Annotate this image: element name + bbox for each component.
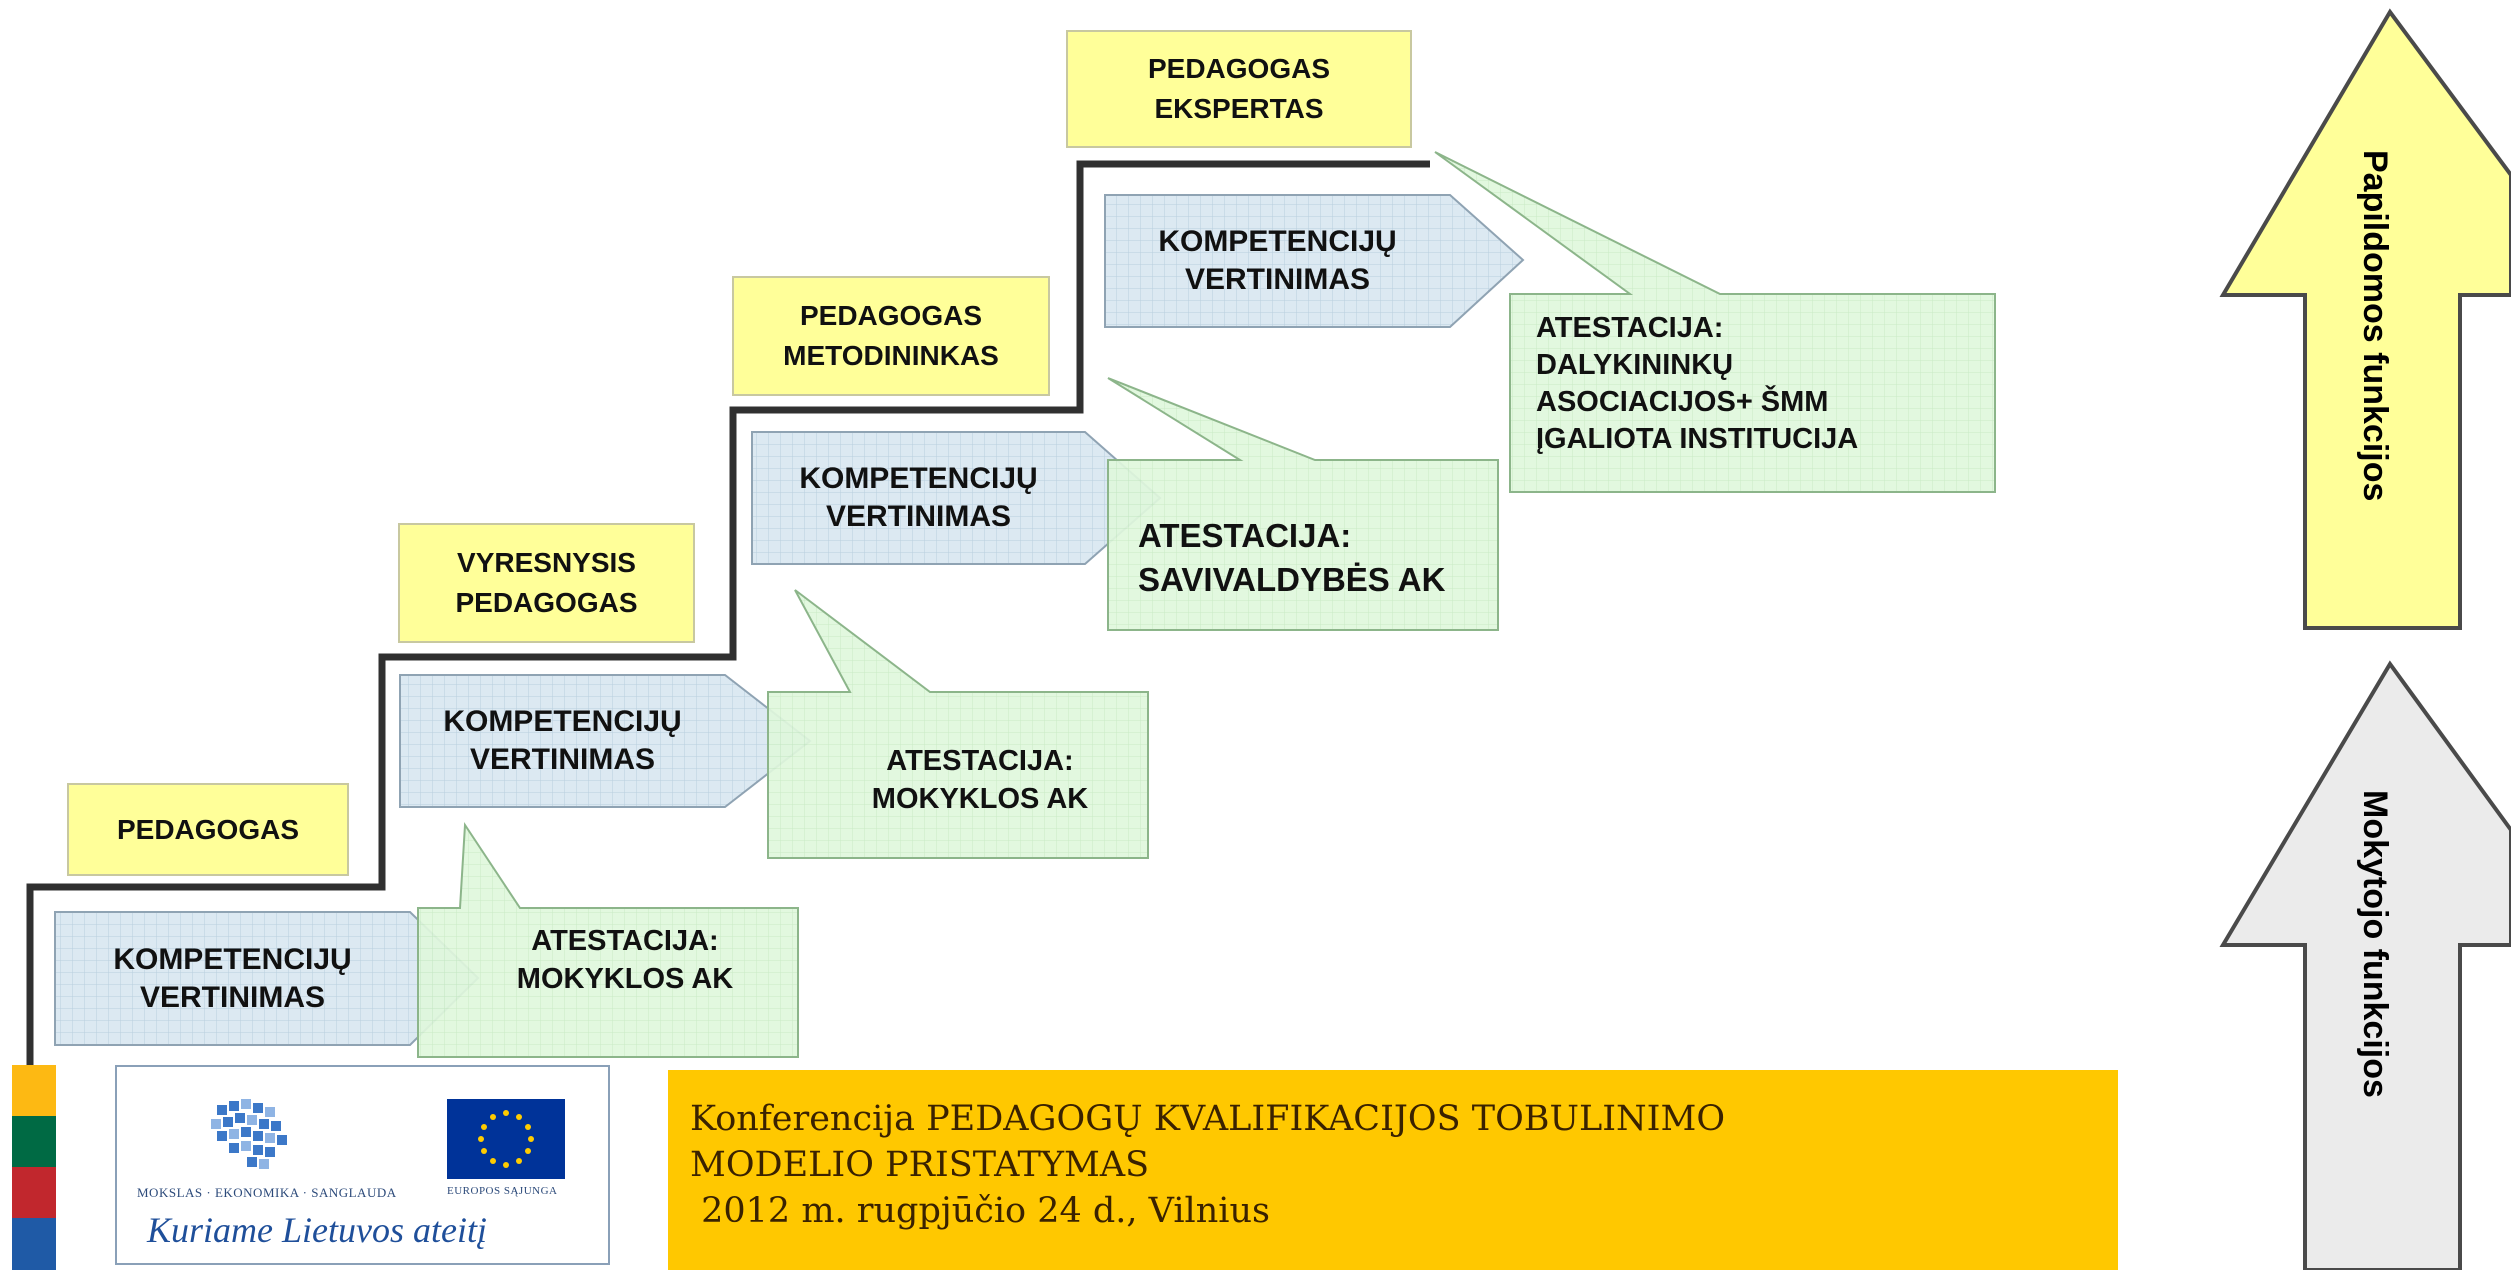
upper-arrow-label: Papildomos funkcijos xyxy=(2356,150,2394,502)
role-label: PEDAGOGAS xyxy=(116,813,300,845)
attestation-text-1: ATESTACIJA: MOKYKLOS AK xyxy=(516,925,734,995)
logo-slogan: Kuriame Lietuvos ateitį xyxy=(147,1210,487,1250)
attestation-callout-2 xyxy=(767,589,1149,859)
lower-arrow-label: Mokytojo funkcijos xyxy=(2356,790,2394,1098)
attestation-text-3: ATESTACIJA: SAVIVALDYBĖS AK xyxy=(1138,517,1446,598)
attestation-callout-3 xyxy=(1107,377,1499,631)
assessment-label-1: KOMPETENCIJŲ VERTINIMAS xyxy=(55,912,410,1045)
banner-line-3: 2012 m. rugpjūčio 24 d., Vilnius xyxy=(690,1191,1270,1231)
flag-stripe-blue xyxy=(12,1218,56,1270)
assessment-label-3: KOMPETENCIJŲ VERTINIMAS xyxy=(752,432,1085,564)
banner-line-2: MODELIO PRISTATYMAS xyxy=(690,1145,1150,1185)
attestation-text-4: ATESTACIJA: DALYKININKŲ ASOCIACIJOS+ ŠMM… xyxy=(1536,312,1859,455)
eu-flag-icon xyxy=(447,1099,565,1179)
assessment-shape-4 xyxy=(1104,194,1525,328)
assessment-label-2: KOMPETENCIJŲ VERTINIMAS xyxy=(400,675,725,807)
assessment-label-4: KOMPETENCIJŲ VERTINIMAS xyxy=(1105,195,1450,327)
assessment-text: KOMPETENCIJŲ VERTINIMAS xyxy=(799,462,1038,533)
role-label: PEDAGOGAS METODININKAS xyxy=(783,300,999,371)
attestation-callout-1 xyxy=(417,821,799,1058)
flag-stripe-yellow xyxy=(12,1065,56,1116)
attestation-text-2: ATESTACIJA: MOKYKLOS AK xyxy=(871,745,1089,815)
assessment-text: KOMPETENCIJŲ VERTINIMAS xyxy=(1158,225,1397,296)
role-box-pedagogas-metodininkas: PEDAGOGAS METODININKAS xyxy=(732,276,1050,396)
banner-line-1: Konferencija PEDAGOGŲ KVALIFIKACIJOS TOB… xyxy=(690,1099,1726,1139)
career-staircase-line xyxy=(26,160,1430,1070)
flag-stripe-green xyxy=(12,1116,56,1167)
role-label: VYRESNYSIS PEDAGOGAS xyxy=(455,547,638,618)
attestation-callout-4 xyxy=(1434,151,1996,493)
lithuania-map-icon xyxy=(211,1099,287,1169)
lower-side-arrow xyxy=(2219,660,2511,1270)
upper-side-arrow xyxy=(2219,8,2511,630)
role-box-pedagogas: PEDAGOGAS xyxy=(67,783,349,876)
logo-left-caption: MOKSLAS · EKONOMIKA · SANGLAUDA xyxy=(137,1185,397,1200)
assessment-text: KOMPETENCIJŲ VERTINIMAS xyxy=(443,705,682,776)
role-box-vyresnysis-pedagogas: VYRESNYSIS PEDAGOGAS xyxy=(398,523,695,643)
assessment-text: KOMPETENCIJŲ VERTINIMAS xyxy=(113,942,352,1014)
sponsor-logo-box: MOKSLAS · EKONOMIKA · SANGLAUDA EUROPOS … xyxy=(115,1065,610,1265)
flag-stripe-red xyxy=(12,1167,56,1218)
role-label: PEDAGOGAS EKSPERTAS xyxy=(1147,53,1331,124)
conference-banner: Konferencija PEDAGOGŲ KVALIFIKACIJOS TOB… xyxy=(668,1070,2118,1270)
logo-right-caption: EUROPOS SĄJUNGA xyxy=(447,1185,558,1197)
role-box-pedagogas-ekspertas: PEDAGOGAS EKSPERTAS xyxy=(1066,30,1412,148)
flag-stripe xyxy=(12,1065,56,1270)
